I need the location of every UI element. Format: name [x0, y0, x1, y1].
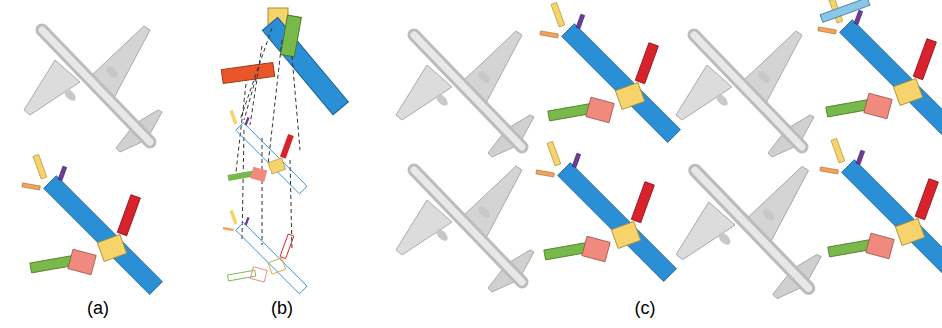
- mapping-arrows: [236, 28, 300, 250]
- panel-label: (a): [87, 298, 109, 319]
- part-library: [221, 8, 348, 115]
- panel-label: (b): [271, 298, 293, 319]
- panel-label: (c): [635, 298, 656, 319]
